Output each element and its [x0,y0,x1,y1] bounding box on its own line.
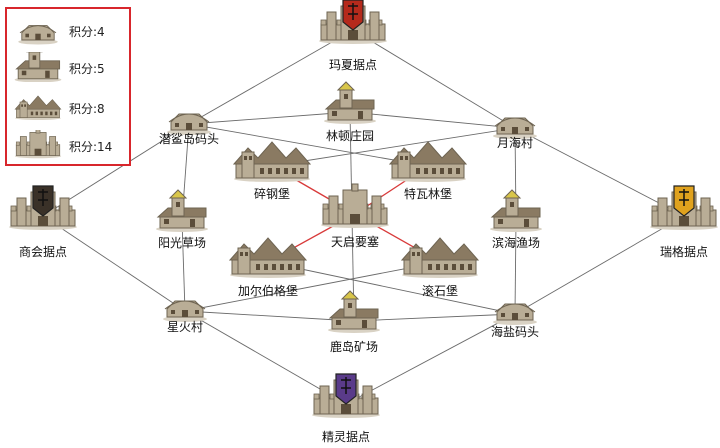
castle-layer [9,0,718,418]
haiyan-castle-icon[interactable] [493,303,537,325]
road-xinghuo-ludao [184,310,355,322]
road-qianshadao-lindun [188,111,351,125]
binhai-castle-icon[interactable] [490,189,542,232]
road-ruige-yuehai [514,127,685,217]
jiaerbo-castle-icon[interactable] [228,237,308,278]
node-label-xinghuo[interactable]: 星火村 [166,320,204,334]
jingling-castle-icon[interactable] [312,373,380,418]
road-shanghui-xinghuo [42,215,186,312]
road-qianshadao-tewalin [188,123,429,167]
node-label-tianqi[interactable]: 天启要塞 [330,235,380,249]
suigang-castle-icon[interactable] [232,141,312,182]
road-jingling-xinghuo [184,310,347,405]
yuehai-castle-icon[interactable] [493,117,537,139]
legend-label-village: 积分:4 [69,25,105,39]
house-icon [14,52,62,82]
score-legend: 积分:4 积分:5 积分:8 积分:14 [5,7,131,166]
node-label-lindun[interactable]: 林顿庄园 [325,129,375,143]
legend-label-stronghold: 积分:14 [69,140,113,154]
road-xinghuo-gunshi [184,261,441,312]
gunshi-castle-icon[interactable] [400,237,480,278]
node-label-tewalin[interactable]: 特瓦林堡 [403,187,453,201]
road-lindun-yuehai [349,111,516,129]
shanghui-castle-icon[interactable] [9,185,77,230]
node-label-yuehai[interactable]: 月海村 [496,136,534,150]
stronghold-icon [14,130,62,159]
node-label-jiaerbo[interactable]: 加尔伯格堡 [237,284,299,298]
road-jingling-haiyan [345,313,516,405]
node-label-haiyan[interactable]: 海盐码头 [490,325,540,339]
legend-row-stronghold: 积分:14 [11,130,129,160]
legend-row-fort: 积分:8 [11,92,129,122]
tewalin-castle-icon[interactable] [388,141,468,182]
road-maxia-yuehai [352,29,516,129]
node-label-gunshi[interactable]: 滚石堡 [421,284,459,298]
ruige-castle-icon[interactable] [650,185,718,230]
node-label-binhai[interactable]: 滨海渔场 [491,236,541,250]
maxia-castle-icon[interactable] [319,0,387,44]
node-label-shanghui[interactable]: 商会据点 [18,245,68,259]
road-haiyan-jiaerbo [267,261,516,315]
road-yuehai-suigang [271,127,516,167]
tianqi-castle-icon[interactable] [321,183,389,228]
road-ludao-haiyan [353,313,516,322]
legend-label-house: 积分:5 [69,62,105,76]
road-yangguang-xinghuo [181,219,186,312]
yangguang-castle-icon[interactable] [156,189,208,232]
node-label-ludao[interactable]: 鹿岛矿场 [329,340,379,354]
node-label-maxia[interactable]: 玛夏据点 [328,58,378,72]
road-ruige-haiyan [514,215,685,315]
node-label-ruige[interactable]: 瑞格据点 [659,245,709,259]
ludao-castle-icon[interactable] [328,290,380,333]
road-binhai-haiyan [514,219,517,315]
node-label-qianshadao[interactable]: 潜鲨岛码头 [158,132,220,146]
road-maxia-qianshadao [188,29,354,125]
legend-row-village: 积分:4 [11,15,129,45]
node-label-yangguang[interactable]: 阳光草场 [157,236,207,250]
legend-label-fort: 积分:8 [69,102,105,116]
node-label-jingling[interactable]: 精灵据点 [321,430,371,444]
legend-row-house: 积分:5 [11,52,129,82]
qianshadao-castle-icon[interactable] [167,113,211,135]
fort-icon [14,95,62,120]
lindun-castle-icon[interactable] [324,81,376,124]
village-icon [18,25,58,45]
node-label-suigang[interactable]: 碎钢堡 [253,187,291,201]
xinghuo-castle-icon[interactable] [163,300,207,322]
